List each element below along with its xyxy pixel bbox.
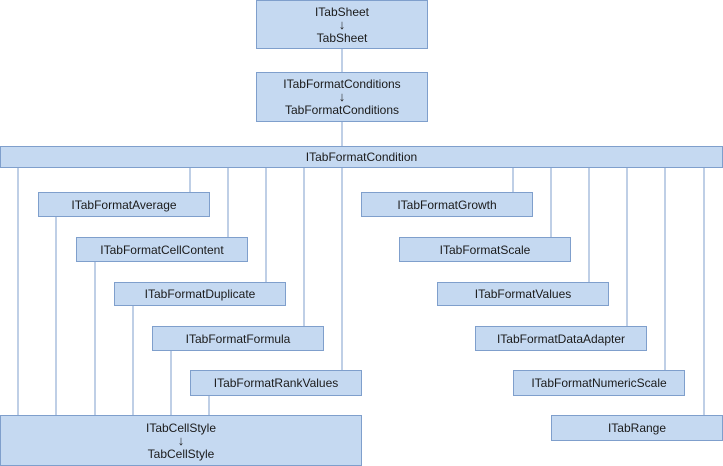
- node-itabcellstyle-interface: ITabCellStyle: [145, 420, 217, 435]
- node-itabformatduplicate-label: ITabFormatDuplicate: [144, 287, 256, 301]
- node-itabformatnumericscale: ITabFormatNumericScale: [513, 370, 685, 396]
- node-itabcellstyle: ITabCellStyle ↓ TabCellStyle: [0, 415, 362, 466]
- node-itabformatrankvalues-label: ITabFormatRankValues: [213, 376, 339, 390]
- node-itabsheet-class: TabSheet: [316, 30, 368, 45]
- node-itabformatcellcontent: ITabFormatCellContent: [76, 237, 248, 262]
- node-itabformataverage-label: ITabFormatAverage: [71, 197, 177, 212]
- down-arrow-icon: ↓: [338, 89, 346, 104]
- node-itabformatnumericscale-label: ITabFormatNumericScale: [531, 376, 667, 390]
- node-itabformatcondition-label: ITabFormatCondition: [305, 150, 418, 164]
- node-itabformatcellcontent-label: ITabFormatCellContent: [100, 242, 224, 257]
- node-itabformatrankvalues: ITabFormatRankValues: [190, 370, 362, 396]
- node-itabformatformula-label: ITabFormatFormula: [185, 331, 291, 346]
- node-itabformatformula: ITabFormatFormula: [152, 326, 324, 351]
- node-itabrange-label: ITabRange: [607, 421, 667, 435]
- down-arrow-icon: ↓: [177, 432, 185, 448]
- node-itabformatscale: ITabFormatScale: [399, 237, 571, 262]
- node-itabformatdataadapter-label: ITabFormatDataAdapter: [496, 331, 626, 346]
- node-itabformatconditions-class: TabFormatConditions: [284, 103, 400, 117]
- down-arrow-icon: ↓: [338, 16, 346, 32]
- node-itabformatduplicate: ITabFormatDuplicate: [114, 282, 286, 306]
- node-itabsheet: ITabSheet ↓ TabSheet: [256, 0, 428, 49]
- node-itabformatgrowth-label: ITabFormatGrowth: [397, 197, 497, 212]
- node-itabformatvalues: ITabFormatValues: [437, 282, 609, 306]
- node-itabsheet-interface: ITabSheet: [314, 4, 370, 19]
- node-itabformatcondition: ITabFormatCondition: [0, 146, 723, 168]
- node-itabformatscale-label: ITabFormatScale: [439, 242, 531, 257]
- node-itabcellstyle-class: TabCellStyle: [147, 446, 215, 461]
- node-itabrange: ITabRange: [551, 415, 723, 441]
- node-itabformataverage: ITabFormatAverage: [38, 192, 210, 217]
- node-itabformatconditions: ITabFormatConditions ↓ TabFormatConditio…: [256, 72, 428, 122]
- node-itabformatvalues-label: ITabFormatValues: [474, 287, 572, 301]
- node-itabformatconditions-interface: ITabFormatConditions: [283, 77, 401, 91]
- node-itabformatdataadapter: ITabFormatDataAdapter: [475, 326, 647, 351]
- node-itabformatgrowth: ITabFormatGrowth: [361, 192, 533, 217]
